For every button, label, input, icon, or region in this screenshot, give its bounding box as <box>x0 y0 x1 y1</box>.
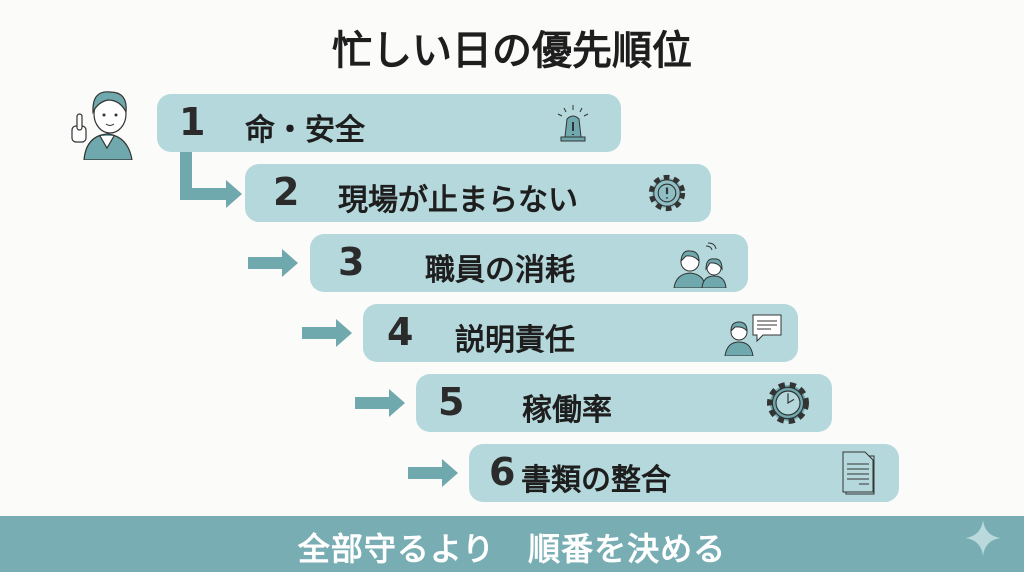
item-label: 説明責任 <box>455 323 575 358</box>
item-label: 書類の整合 <box>521 463 671 498</box>
person-speech-icon <box>724 314 782 356</box>
item-label: 職員の消耗 <box>425 253 575 288</box>
footer-banner: 全部守るより 順番を決める <box>0 516 1024 572</box>
item-number: 5 <box>438 380 465 424</box>
alarm-light-icon <box>557 105 589 142</box>
priority-item-5: 5 稼働率 <box>416 374 832 432</box>
item-number: 2 <box>273 170 300 214</box>
item-number: 6 <box>489 450 516 494</box>
page-title: 忙しい日の優先順位 <box>332 28 692 74</box>
tired-staff-icon <box>673 242 727 288</box>
item-label: 命・安全 <box>245 113 365 148</box>
arrow-to-4 <box>302 319 352 347</box>
priority-item-1: 1 命・安全 <box>157 94 621 152</box>
arrow-to-6 <box>408 459 458 487</box>
pointing-person-icon <box>71 91 133 160</box>
arrow-to-5 <box>355 389 405 417</box>
item-label: 稼働率 <box>522 393 612 428</box>
sparkle-icon <box>965 520 1001 556</box>
arrow-to-3 <box>248 249 298 277</box>
priority-item-3: 3 職員の消耗 <box>310 234 748 292</box>
priority-item-2: 2 現場が止まらない <box>245 164 711 222</box>
gear-clock-icon <box>767 382 809 424</box>
item-label: 現場が止まらない <box>338 183 578 218</box>
banner-text: 全部守るより 順番を決める <box>297 530 727 568</box>
item-number: 4 <box>387 310 414 354</box>
priority-item-4: 4 説明責任 <box>363 304 798 362</box>
gear-warning-icon <box>648 174 686 212</box>
item-number: 1 <box>179 100 206 144</box>
item-number: 3 <box>338 240 365 284</box>
documents-icon <box>842 451 875 495</box>
priority-item-6: 6 書類の整合 <box>469 444 899 502</box>
